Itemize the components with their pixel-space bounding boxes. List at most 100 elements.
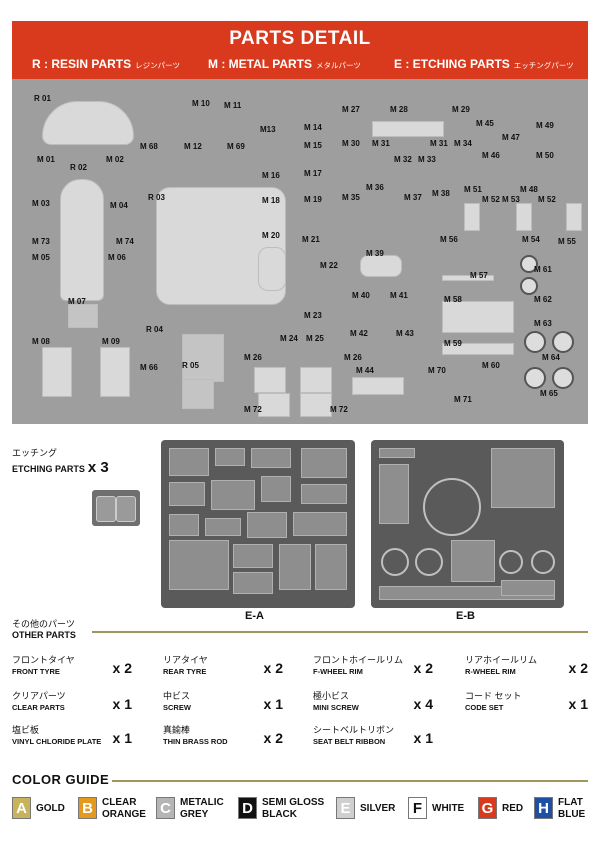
part-label: M 39 (366, 249, 384, 258)
part-label: M 04 (110, 201, 128, 210)
part-label: M 71 (454, 395, 472, 404)
other-parts-heading: その他のパーツ OTHER PARTS (12, 619, 76, 640)
part-label: M 42 (350, 329, 368, 338)
part-label: M 15 (304, 141, 322, 150)
part-label: M 58 (444, 295, 462, 304)
part-label: M 41 (390, 291, 408, 300)
part-label: M 14 (304, 123, 322, 132)
m07-part (68, 304, 98, 328)
part-label: M 74 (116, 237, 134, 246)
part-label: R 03 (148, 193, 165, 202)
m52c-part (566, 203, 582, 231)
m65b-wheel-part (552, 367, 574, 389)
part-label: M 34 (454, 139, 472, 148)
m63b-wheel-part (552, 331, 574, 353)
part-label: R 05 (182, 361, 199, 370)
part-label: M 25 (306, 334, 324, 343)
part-label: M 09 (102, 337, 120, 346)
part-label: M 63 (534, 319, 552, 328)
part-label: M 30 (342, 139, 360, 148)
part-label: M 54 (522, 235, 540, 244)
part-label: R 02 (70, 163, 87, 172)
part-label: M 52 (538, 195, 556, 204)
part-label: M 49 (536, 121, 554, 130)
divider (112, 780, 588, 782)
m58-part (442, 301, 514, 333)
engine-part (182, 334, 224, 382)
sheet-a-label: E-A (245, 610, 264, 622)
part-label: M 59 (444, 339, 462, 348)
part-label: M 43 (396, 329, 414, 338)
part-label: M 65 (540, 389, 558, 398)
etching-sheet-a (161, 440, 355, 608)
part-label: M 51 (464, 185, 482, 194)
seat-part (258, 247, 286, 291)
m39-part (360, 255, 402, 277)
part-label: M 66 (140, 363, 158, 372)
part-label: R 04 (146, 325, 163, 334)
m26a-part (254, 367, 286, 393)
part-label: M 36 (366, 183, 384, 192)
part-label: M 32 (394, 155, 412, 164)
part-label: M 72 (330, 405, 348, 414)
color-swatch: F (408, 797, 427, 819)
m08-part (42, 347, 72, 397)
color-guide-title: COLOR GUIDE (12, 772, 110, 787)
part-label: M 02 (106, 155, 124, 164)
part-label: M 45 (476, 119, 494, 128)
m59-part (442, 343, 514, 355)
m62-wheel-part (520, 277, 538, 295)
clear-windscreen-part (92, 490, 140, 526)
part-label: M 73 (32, 237, 50, 246)
part-label: M 69 (227, 142, 245, 151)
color-swatch: H (534, 797, 553, 819)
sheet-b-label: E-B (456, 610, 475, 622)
part-label: M 18 (262, 196, 280, 205)
etching-sheet-b (371, 440, 564, 608)
part-label: M 27 (342, 105, 360, 114)
part-label: M 21 (302, 235, 320, 244)
part-label: M 50 (536, 151, 554, 160)
chassis-tub-part (60, 179, 104, 301)
part-label: M 28 (390, 105, 408, 114)
part-label: M13 (260, 125, 276, 134)
part-label: M 01 (37, 155, 55, 164)
part-label: M 61 (534, 265, 552, 274)
color-swatch: G (478, 797, 497, 819)
m72b-part (300, 393, 332, 417)
part-label: M 26 (244, 353, 262, 362)
part-label: M 22 (320, 261, 338, 270)
part-label: M 70 (428, 366, 446, 375)
m57-part (442, 275, 494, 281)
part-label: M 16 (262, 171, 280, 180)
part-label: M 52 (482, 195, 500, 204)
m65-wheel-part (524, 367, 546, 389)
r05-part (182, 379, 214, 409)
part-label: M 48 (520, 185, 538, 194)
part-label: M 24 (280, 334, 298, 343)
part-label: M 68 (140, 142, 158, 151)
m28-part (372, 121, 444, 137)
color-swatch: D (238, 797, 257, 819)
m72a-part (258, 393, 290, 417)
m52a-part (464, 203, 480, 231)
part-label: M 62 (534, 295, 552, 304)
color-swatch: B (78, 797, 97, 819)
part-label: M 23 (304, 311, 322, 320)
part-label: M 56 (440, 235, 458, 244)
part-label: M 03 (32, 199, 50, 208)
part-label: R 01 (34, 94, 51, 103)
